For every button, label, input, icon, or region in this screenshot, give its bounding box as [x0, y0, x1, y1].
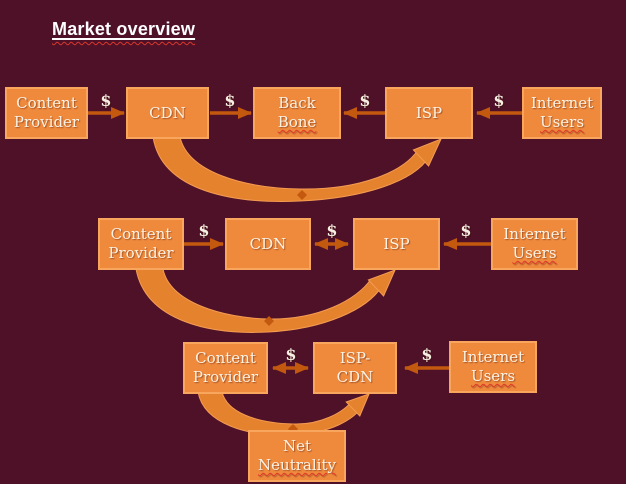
box-content-provider-row1: Content Provider [5, 87, 88, 139]
dollar-label: $ [326, 221, 338, 240]
dollar-label: $ [224, 91, 236, 110]
box-label-line: Internet [461, 348, 525, 366]
dollar-label: $ [421, 345, 433, 364]
dollar-label: $ [100, 91, 112, 110]
box-label-line: Provider [108, 244, 174, 262]
box-content-provider-row2: Content Provider [98, 218, 184, 270]
box-label-line: Content [16, 94, 77, 112]
box-label-line: Provider [192, 368, 259, 386]
box-label-line: Back [278, 94, 316, 112]
box-isp-row2: ISP [353, 218, 440, 270]
dollar-label: $ [493, 91, 505, 110]
box-label-line-misspelled: Neutrality [258, 456, 336, 474]
box-label-line: Internet [530, 94, 594, 112]
box-net-neutrality: Net Neutrality [248, 430, 346, 482]
box-label-line-misspelled: Bone [277, 113, 317, 131]
box-label-line: CDN [336, 368, 374, 386]
curved-arrow-content-provider-to-ispcdn-row3 [197, 391, 370, 436]
box-label-line: CDN [249, 234, 287, 253]
box-label-line-misspelled: Users [512, 244, 557, 262]
box-label-line: ISP- [339, 349, 371, 367]
box-cdn-row2: CDN [225, 218, 311, 270]
dollar-label: $ [285, 345, 297, 364]
slide-title: Market overview [52, 19, 195, 40]
dollar-label: $ [198, 221, 210, 240]
box-cdn-row1: CDN [126, 87, 209, 139]
slide-title-text: Market overview [52, 19, 196, 39]
box-label-line-misspelled: Users [539, 113, 585, 131]
box-label-line: Content [110, 225, 172, 243]
box-label-line: Provider [13, 113, 80, 131]
box-label-line: Net [282, 437, 312, 455]
box-label-line: CDN [149, 103, 186, 122]
box-label-line: Content [195, 349, 256, 367]
box-isp-cdn-row3: ISP- CDN [313, 342, 397, 394]
curved-arrow-cdn-to-isp-row1 [152, 136, 442, 202]
box-content-provider-row3: Content Provider [183, 342, 268, 394]
box-label-line: ISP [415, 103, 443, 122]
box-label-line: Internet [503, 225, 566, 243]
box-internet-users-row2: Internet Users [491, 218, 578, 270]
curved-arrow-content-provider-to-isp-row2 [135, 268, 396, 333]
box-label-line-misspelled: Users [470, 367, 516, 385]
slide-title-underline: Market overview [52, 19, 195, 39]
box-isp-row1: ISP [385, 87, 473, 139]
box-back-bone-row1: Back Bone [253, 87, 341, 139]
box-label-line: ISP [383, 234, 410, 253]
box-internet-users-row1: Internet Users [522, 87, 602, 139]
dollar-label: $ [460, 221, 472, 240]
dollar-label: $ [359, 91, 371, 110]
box-internet-users-row3: Internet Users [449, 341, 537, 393]
